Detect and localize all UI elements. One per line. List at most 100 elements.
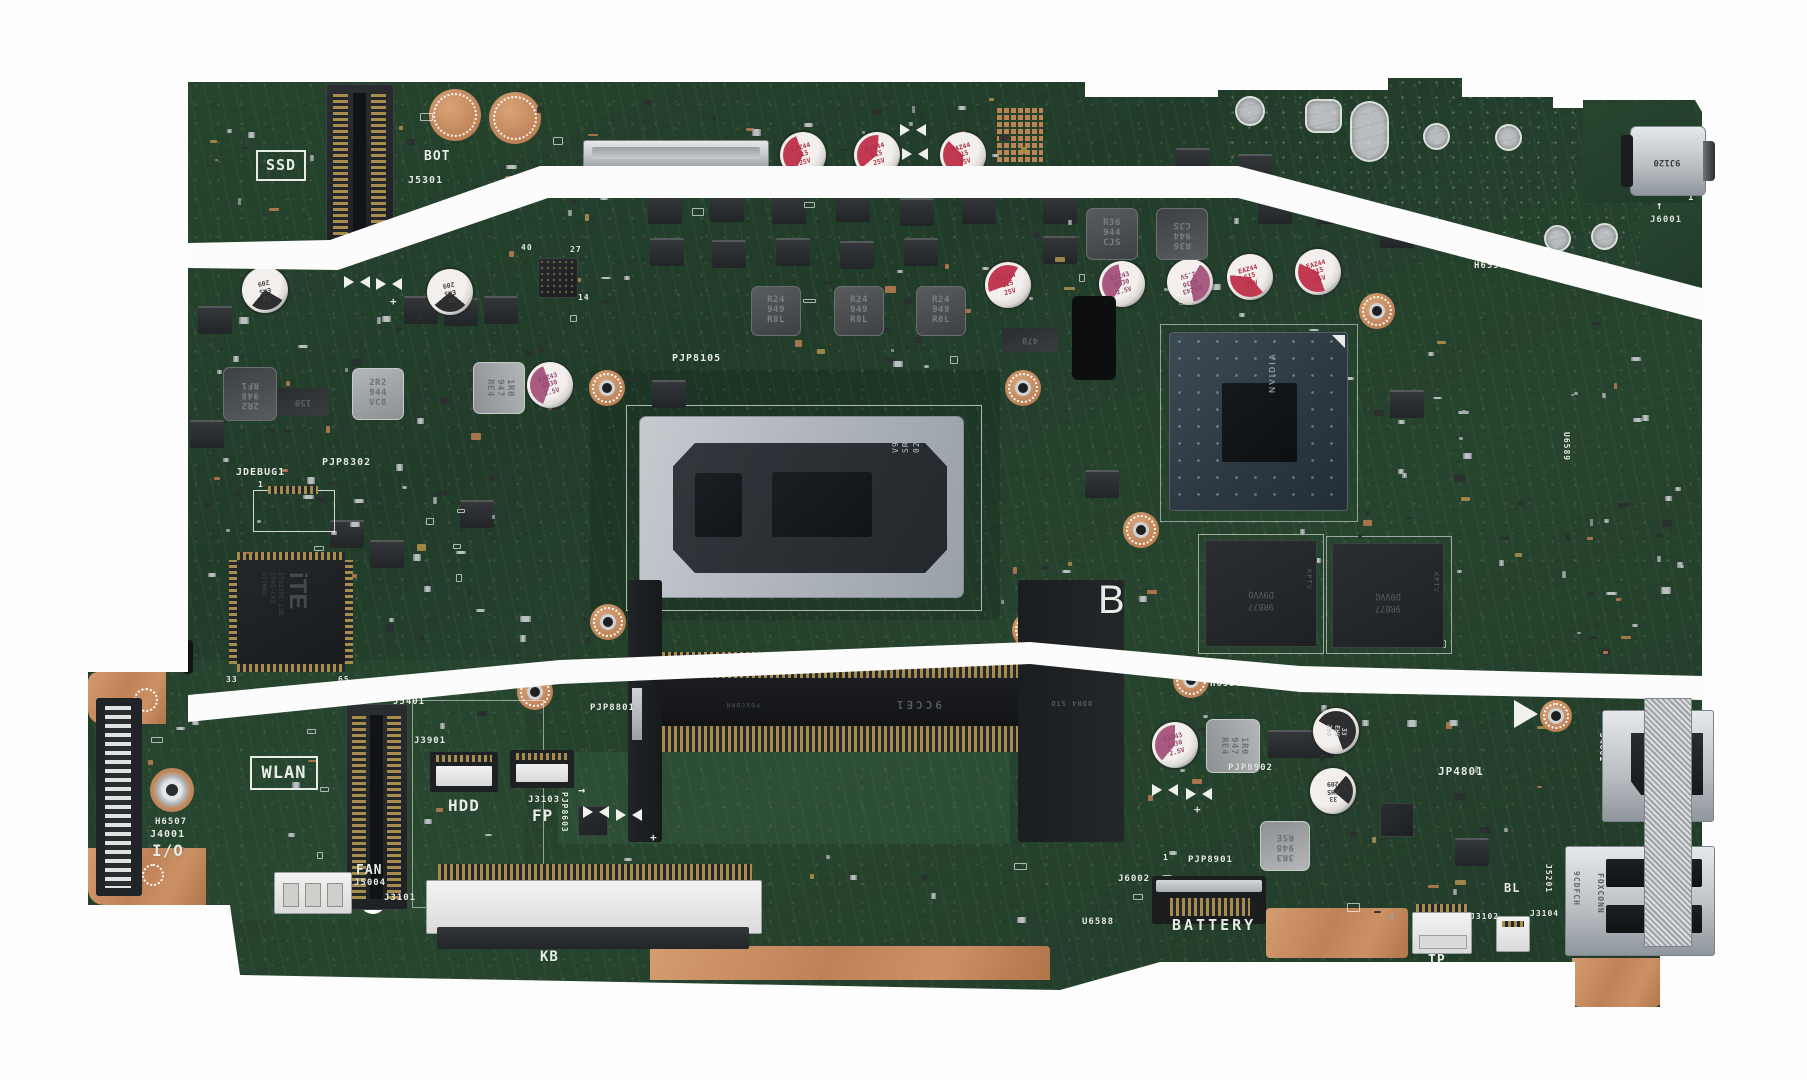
passive-component: [890, 348, 894, 352]
mosfet: [776, 238, 810, 266]
dc-arrow: ↑: [1656, 199, 1664, 212]
passive-component: [816, 348, 825, 355]
passive-component: [201, 617, 206, 620]
passive-component: [1503, 828, 1508, 833]
passive-component: [1453, 889, 1458, 896]
passive-component: [452, 543, 461, 549]
passive-component: [1238, 313, 1246, 318]
passive-component: [601, 276, 611, 279]
passive-component: [1565, 533, 1572, 541]
passive-component: [271, 427, 276, 433]
passive-component: [1163, 288, 1171, 291]
mosfet: [652, 380, 686, 408]
passive-component: [712, 114, 716, 122]
gpu-silk-frame: [1160, 324, 1358, 522]
passive-component: [803, 202, 816, 208]
passive-component: [644, 100, 652, 106]
passive-component: [538, 346, 545, 354]
passive-component: [173, 847, 185, 852]
passive-component: [583, 617, 588, 622]
passive-component: [585, 637, 590, 644]
passive-component: [751, 128, 761, 136]
passive-component: [439, 723, 445, 729]
dc-pin1: 1: [1688, 193, 1695, 203]
io-slot-label: J4001: [150, 829, 186, 840]
passive-component: [1454, 880, 1466, 886]
passive-component: [911, 105, 916, 113]
passive-component: [1374, 911, 1382, 914]
passive-component: [1138, 595, 1148, 602]
passive-component: [306, 477, 316, 485]
passive-component: [1676, 561, 1684, 569]
passive-component: [354, 498, 365, 504]
passive-component: [1357, 534, 1363, 540]
passive-component: [1064, 286, 1075, 291]
passive-component: [1458, 437, 1463, 440]
passive-component: [873, 108, 883, 115]
ssd-label: SSD: [265, 156, 297, 174]
dc-slot-label: J6001: [1650, 215, 1683, 225]
passive-component: [1405, 516, 1412, 519]
passive-component: [1427, 351, 1435, 356]
passive-component: [1013, 567, 1018, 574]
passive-component: [1028, 196, 1033, 201]
polarity-mark: [900, 124, 926, 137]
passive-component: [1674, 486, 1682, 491]
passive-component: [1397, 468, 1405, 475]
plus-mark: +: [390, 295, 398, 308]
passive-component: [745, 127, 755, 132]
passive-component: [624, 276, 631, 280]
passive-component: [151, 737, 163, 743]
dc-jack: 9J120: [1621, 126, 1715, 196]
wlan-label: WLAN: [261, 762, 307, 783]
rubber-foot: [183, 640, 193, 674]
passive-component: [1308, 328, 1319, 332]
passive-component: [882, 327, 890, 333]
passive-component: [344, 368, 349, 373]
passive-component: [395, 464, 404, 472]
mosfet: [710, 194, 744, 222]
passive-component: [303, 494, 314, 500]
ssd-silk-box: SSD: [256, 150, 306, 181]
passive-component: [519, 635, 527, 642]
pjp8302-label: PJP8302: [322, 457, 372, 468]
passive-component: [1033, 231, 1041, 238]
ec-pins-top: [237, 552, 345, 560]
passive-component: [1613, 382, 1617, 389]
passive-component: [1457, 569, 1462, 573]
passive-component: [1068, 220, 1072, 225]
ssd-slot-label: J5301: [408, 175, 444, 186]
io-board-connector: [96, 698, 142, 896]
ec-pin65: 65: [338, 675, 350, 684]
passive-component: [238, 198, 242, 205]
passive-component: [1661, 520, 1672, 528]
passive-component: [376, 317, 382, 324]
passive-component: [1665, 496, 1672, 502]
mounting-pad: [590, 604, 626, 640]
polarity-mark: [583, 806, 609, 819]
passive-component: [310, 154, 314, 162]
passive-component: [1146, 589, 1157, 595]
passive-component: [1078, 274, 1086, 283]
passive-component: [476, 609, 486, 613]
passive-component: [552, 137, 563, 146]
passive-component: [919, 114, 925, 117]
qfn-pin14: 14: [578, 293, 590, 302]
passive-component: [568, 210, 573, 217]
passive-component: [505, 175, 512, 178]
passive-component: [215, 158, 219, 162]
passive-component: [945, 264, 950, 270]
foam-pad: [1072, 296, 1116, 380]
passive-component: [1366, 510, 1370, 516]
passive-component: [248, 132, 256, 139]
passive-component: [1374, 409, 1384, 417]
gpu-brand: NVIDIA: [1267, 352, 1277, 393]
passive-component: [1454, 793, 1465, 801]
passive-component: [491, 515, 496, 519]
passive-component: [1545, 875, 1550, 882]
